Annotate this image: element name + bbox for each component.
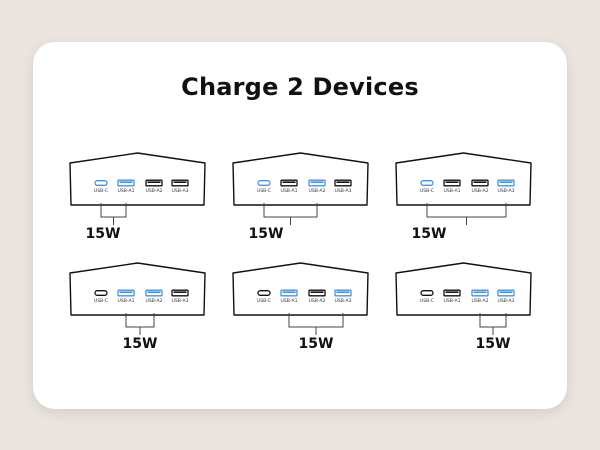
port-label-usb-a1: USB-A1 [117, 188, 134, 194]
charger-6: USB-C USB-A1 USB-A2 USB-A3 15W [395, 262, 532, 352]
charger-2: USB-C USB-A1 USB-A2 USB-A3 15W [232, 152, 369, 242]
power-label: 15W [249, 226, 284, 242]
usb-c-port-icon [94, 290, 108, 296]
usb-a-port-tongue [173, 181, 187, 183]
charger-housing [395, 152, 532, 206]
port-label-usb-a1: USB-A1 [443, 188, 460, 194]
power-label: 15W [476, 336, 511, 352]
port-label-usb-a3: USB-A3 [497, 188, 514, 194]
power-label: 15W [86, 226, 121, 242]
port-label-usb-a3: USB-A3 [497, 298, 514, 304]
port-label-usb-a2: USB-A2 [471, 188, 488, 194]
usb-a-port-tongue [499, 181, 513, 183]
usb-c-port-icon [257, 290, 271, 296]
usb-a-port-tongue [336, 181, 350, 183]
usb-a-port-tongue [445, 181, 459, 183]
charger-4: USB-C USB-A1 USB-A2 USB-A3 15W [69, 262, 206, 352]
usb-c-port-icon [420, 180, 434, 186]
port-label-usb-a1: USB-A1 [280, 188, 297, 194]
usb-a-port-tongue [310, 181, 324, 183]
usb-a-port-tongue [119, 291, 133, 293]
usb-c-port-icon [420, 290, 434, 296]
usb-c-port-icon [257, 180, 271, 186]
port-label-usb-c: USB-C [257, 298, 271, 304]
usb-a-port-tongue [473, 291, 487, 293]
port-label-usb-a1: USB-A1 [280, 298, 297, 304]
charger-housing [232, 262, 369, 316]
port-label-usb-a2: USB-A2 [308, 188, 325, 194]
usb-a-port-tongue [119, 181, 133, 183]
diagram-card [33, 42, 567, 409]
charger-housing [69, 262, 206, 316]
port-label-usb-a3: USB-A3 [334, 188, 351, 194]
port-label-usb-a2: USB-A2 [145, 188, 162, 194]
usb-a-port-tongue [173, 291, 187, 293]
port-label-usb-a1: USB-A1 [117, 298, 134, 304]
port-label-usb-a2: USB-A2 [471, 298, 488, 304]
charger-3: USB-C USB-A1 USB-A2 USB-A3 15W [395, 152, 532, 242]
port-label-usb-a2: USB-A2 [145, 298, 162, 304]
charger-1: USB-C USB-A1 USB-A2 USB-A3 15W [69, 152, 206, 242]
charger-housing [395, 262, 532, 316]
power-label: 15W [123, 336, 158, 352]
port-label-usb-c: USB-C [420, 298, 434, 304]
port-label-usb-a3: USB-A3 [334, 298, 351, 304]
usb-a-port-tongue [282, 291, 296, 293]
charger-housing [69, 152, 206, 206]
port-label-usb-c: USB-C [420, 188, 434, 194]
page-title: Charge 2 Devices [181, 73, 419, 101]
charger-housing [232, 152, 369, 206]
usb-a-port-tongue [445, 291, 459, 293]
usb-a-port-tongue [499, 291, 513, 293]
usb-a-port-tongue [147, 181, 161, 183]
charger-5: USB-C USB-A1 USB-A2 USB-A3 15W [232, 262, 369, 352]
usb-a-port-tongue [282, 181, 296, 183]
port-label-usb-a3: USB-A3 [171, 298, 188, 304]
power-label: 15W [299, 336, 334, 352]
usb-c-port-icon [94, 180, 108, 186]
usb-a-port-tongue [336, 291, 350, 293]
usb-a-port-tongue [473, 181, 487, 183]
usb-a-port-tongue [147, 291, 161, 293]
port-label-usb-c: USB-C [94, 298, 108, 304]
port-label-usb-a3: USB-A3 [171, 188, 188, 194]
port-label-usb-c: USB-C [257, 188, 271, 194]
port-label-usb-c: USB-C [94, 188, 108, 194]
usb-a-port-tongue [310, 291, 324, 293]
port-label-usb-a2: USB-A2 [308, 298, 325, 304]
port-label-usb-a1: USB-A1 [443, 298, 460, 304]
power-label: 15W [412, 226, 447, 242]
